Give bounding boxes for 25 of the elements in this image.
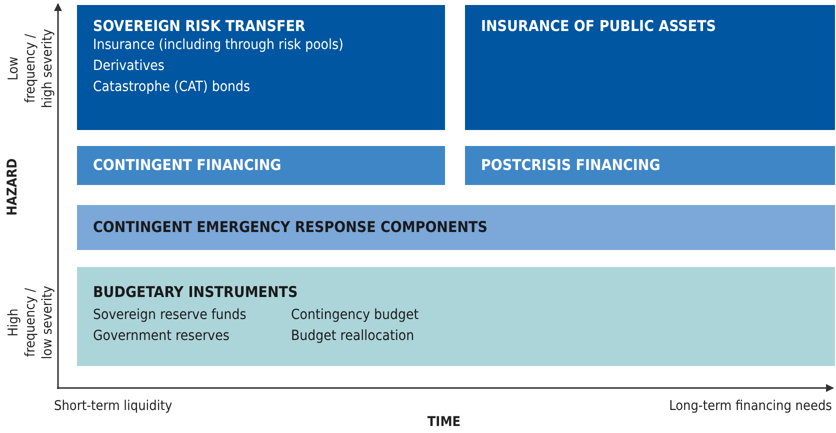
- axis-title: TIME: [427, 414, 461, 430]
- list-item: Sovereign reserve funds: [93, 306, 246, 325]
- axis-end-label: Low frequency / high severity: [6, 28, 56, 108]
- box-heading: SOVEREIGN RISK TRANSFER: [93, 17, 306, 35]
- box-heading: INSURANCE OF PUBLIC ASSETS: [481, 17, 718, 35]
- category-box: [77, 267, 835, 366]
- box-heading: POSTCRISIS FINANCING: [481, 156, 662, 174]
- category-box: [465, 5, 835, 130]
- category-box: [77, 205, 835, 250]
- axis-end-label: Long-term financing needs: [669, 398, 832, 414]
- list-item: Government reserves: [93, 327, 230, 346]
- category-box: [465, 146, 835, 185]
- axis-end-label: Short-term liquidity: [54, 398, 172, 414]
- category-box: [77, 5, 445, 130]
- list-item: Catastrophe (CAT) bonds: [93, 78, 252, 97]
- list-item: Contingency budget: [291, 306, 419, 325]
- axis-end-label: High frequency / low severity: [6, 284, 56, 361]
- category-box: [77, 146, 445, 185]
- list-item: Budget reallocation: [291, 327, 416, 346]
- box-heading: CONTINGENT EMERGENCY RESPONSE COMPONENTS: [93, 218, 488, 236]
- list-item: Derivatives: [93, 57, 166, 76]
- box-heading: BUDGETARY INSTRUMENTS: [93, 283, 299, 301]
- list-item: Insurance (including through risk pools): [93, 36, 344, 55]
- axis-title: HAZARD: [5, 158, 21, 216]
- box-heading: CONTINGENT FINANCING: [93, 156, 282, 174]
